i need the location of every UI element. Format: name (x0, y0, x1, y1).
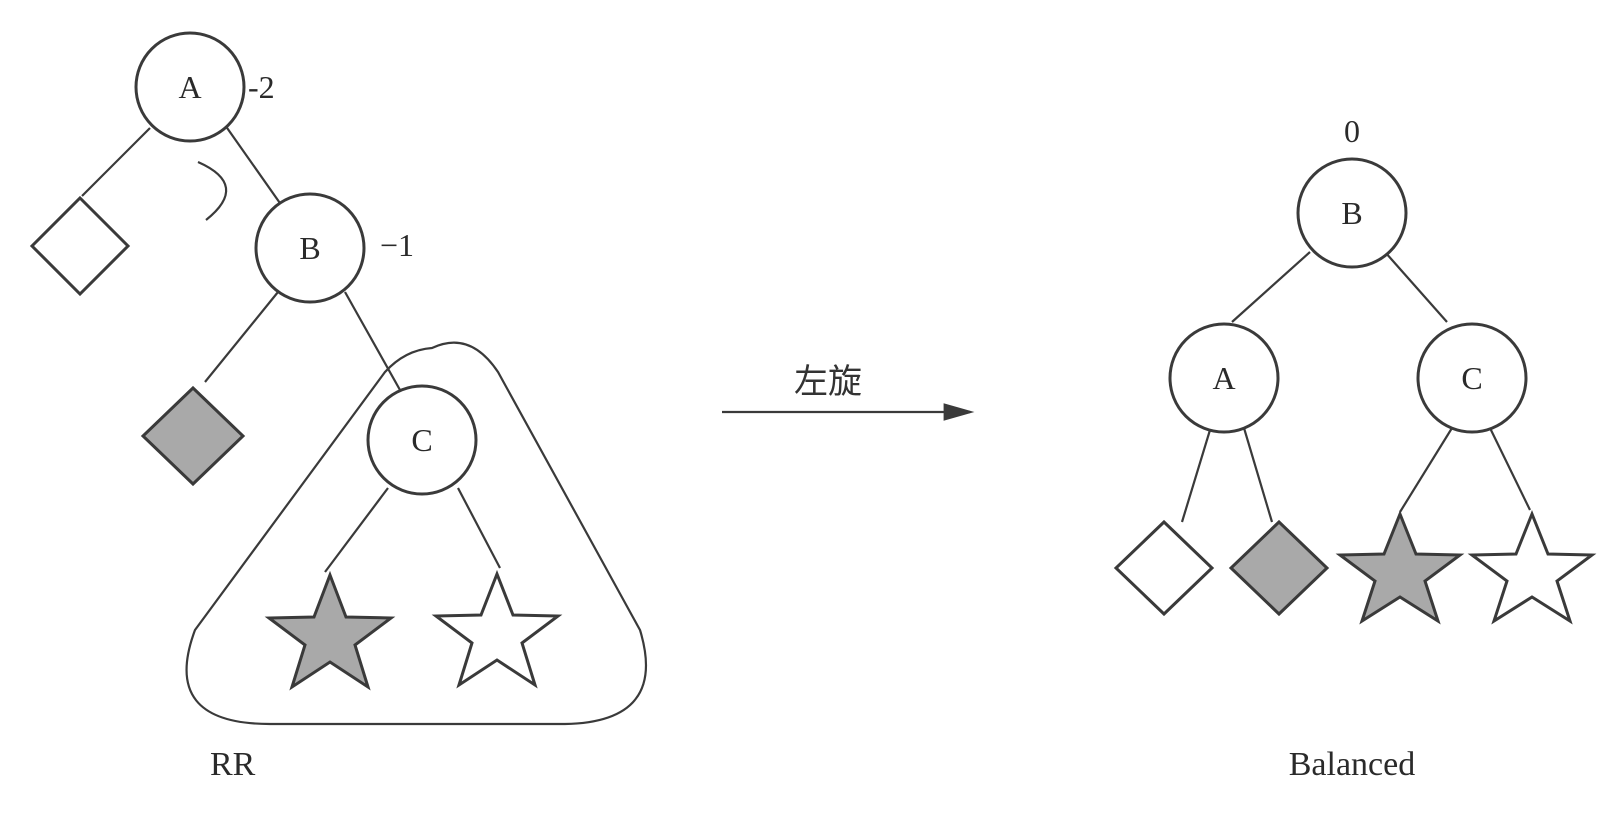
edge-a-to-white-diamond (1180, 429, 1212, 523)
rotation-label: 左旋 (794, 362, 862, 402)
node-circle (1296, 157, 1408, 269)
right-tree-caption: Balanced (1289, 746, 1416, 783)
node-b-balance-factor: −1 (380, 227, 414, 263)
edge-b-to-a (1231, 251, 1311, 323)
left-node-c: C (366, 384, 478, 496)
right-node-b: B (1296, 157, 1408, 269)
edge-a-to-left-diamond (81, 127, 151, 197)
edge-a-to-b (224, 124, 283, 207)
node-circle (254, 192, 366, 304)
white-star-shape (1467, 509, 1597, 625)
node-circle (366, 384, 478, 496)
left-tree-caption: RR (210, 746, 256, 783)
edge-c-to-white-star (457, 487, 501, 569)
edge-a-to-gray-diamond (1242, 427, 1274, 523)
rotation-arc (197, 160, 228, 221)
gray-star-shape (264, 570, 396, 691)
edge-b-to-c (344, 291, 401, 391)
left-node-a: A (134, 31, 246, 143)
rotation-transition: 左旋 (722, 362, 975, 421)
left-node-b: B (254, 192, 366, 304)
subtree-c-enclosure (185, 341, 648, 726)
right-node-a: A (1168, 322, 1280, 434)
node-b-label: B (299, 230, 320, 266)
gray-diamond-shape (1228, 519, 1330, 617)
white-diamond-shape (29, 195, 131, 297)
edge-c-to-white-star (1489, 427, 1531, 511)
white-diamond-shape (1113, 519, 1215, 617)
right-tree: 0 B A C Balanced (1113, 113, 1597, 783)
node-a-label: A (178, 69, 201, 105)
node-circle (134, 31, 246, 143)
node-circle (1416, 322, 1528, 434)
left-tree: A -2 B −1 C RR (29, 31, 648, 783)
right-node-c: C (1416, 322, 1528, 434)
node-b-label: B (1341, 195, 1362, 231)
edge-b-to-gray-diamond (204, 291, 279, 383)
node-a-balance-factor: -2 (248, 69, 275, 105)
edge-b-to-c (1384, 251, 1448, 323)
white-star-shape (431, 569, 563, 689)
edge-c-to-gray-star (1399, 427, 1453, 513)
edge-c-to-gray-star (324, 487, 389, 573)
gray-star-shape (1335, 509, 1465, 625)
node-circle (1168, 322, 1280, 434)
gray-diamond-shape (140, 385, 246, 487)
node-c-label: C (1461, 360, 1482, 396)
node-b-balance-factor: 0 (1344, 113, 1360, 149)
node-a-label: A (1212, 360, 1235, 396)
node-c-label: C (411, 422, 432, 458)
